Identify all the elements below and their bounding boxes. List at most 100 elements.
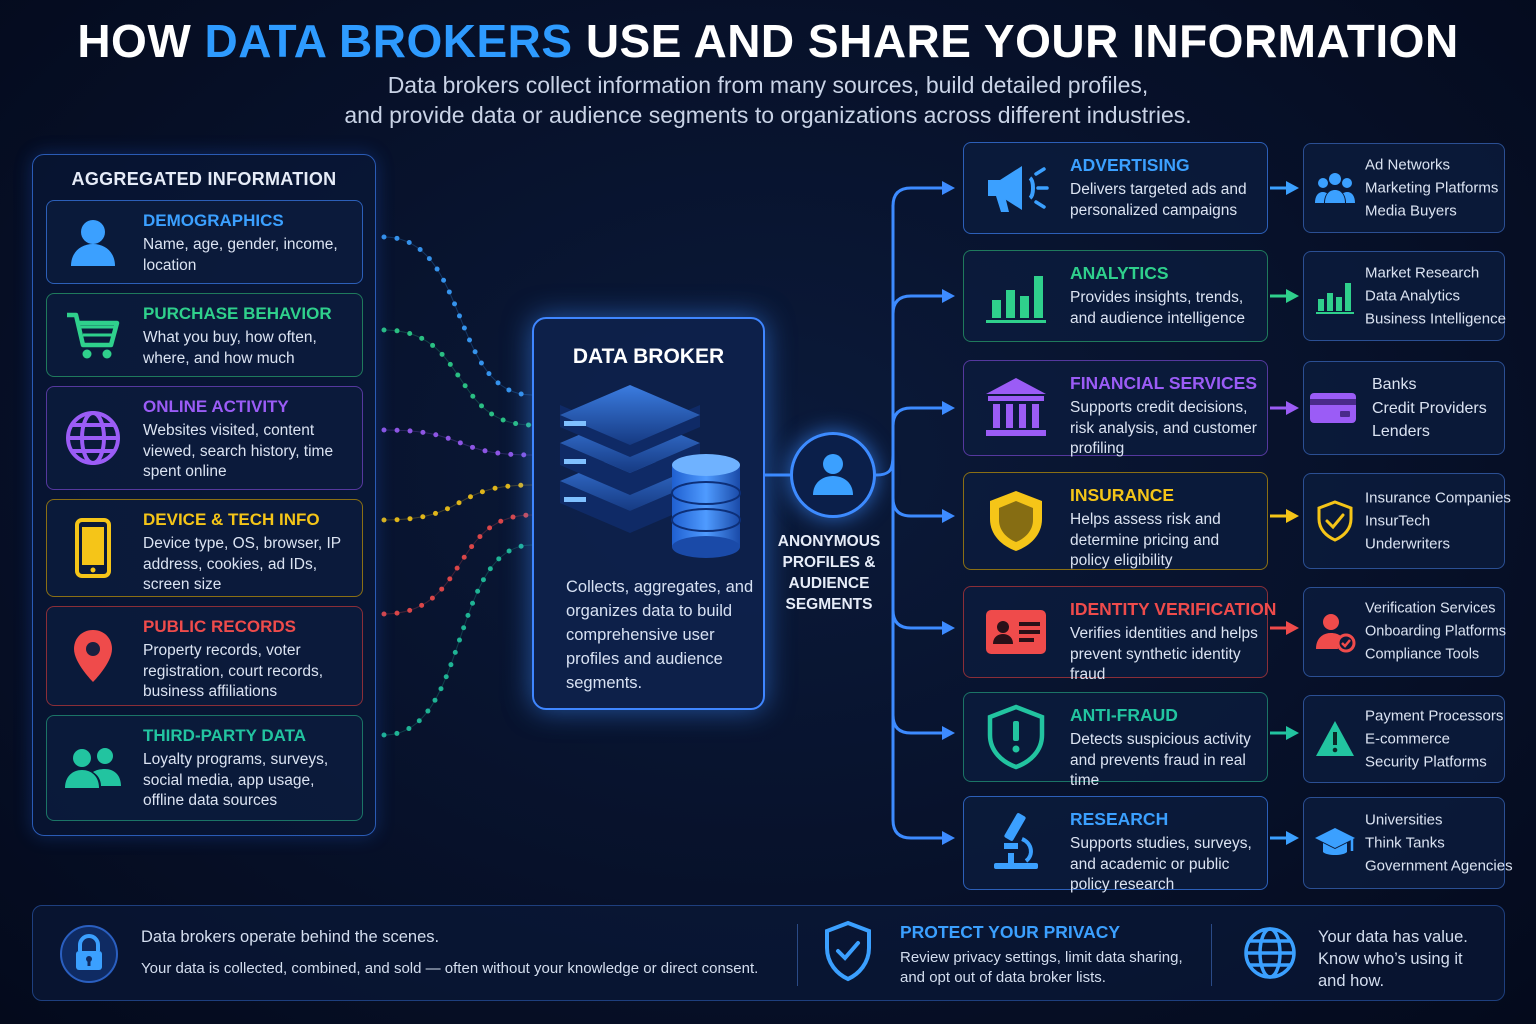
source-flow-dots	[381, 512, 535, 617]
shield-check-icon	[1314, 500, 1356, 542]
source-desc: What you buy, how often, where, and how …	[143, 329, 317, 367]
source-flow-line	[383, 429, 533, 456]
source-desc: Device type, OS, browser, IP address, co…	[143, 535, 341, 593]
shield-check-icon	[823, 920, 873, 982]
buyer-item: Payment Processors	[1365, 707, 1504, 725]
footer-privacy-line-2: and opt out of data broker lists.	[900, 969, 1106, 986]
buyer-arrowhead	[1286, 726, 1299, 740]
source-flow-line	[383, 544, 533, 736]
industry-arrowhead	[942, 831, 955, 845]
industry-title: RESEARCH	[1070, 809, 1169, 829]
user-profile-icon	[811, 449, 855, 501]
hub-label: ANONYMOUS PROFILES & AUDIENCE SEGMENTS	[777, 533, 881, 613]
source-title: PUBLIC RECORDS	[143, 617, 297, 636]
globe-icon	[63, 408, 123, 468]
page-title: HOW DATA BROKERS USE AND SHARE YOUR INFO…	[77, 15, 1459, 67]
buyer-item: Credit Providers	[1372, 399, 1487, 417]
broker-title: DATA BROKER	[572, 345, 725, 368]
footer-divider	[797, 924, 798, 986]
industry-branch	[891, 294, 944, 315]
industry-arrowhead	[942, 401, 955, 415]
footer-divider	[1211, 924, 1212, 986]
industry-title: FINANCIAL SERVICES	[1070, 373, 1258, 393]
graduation-cap-icon	[1314, 822, 1356, 864]
industry-branch	[891, 186, 944, 207]
anonymous-profiles-hub	[790, 432, 876, 518]
broker-desc: Collects, aggregates, and organizes data…	[566, 578, 754, 692]
industry-insurance: INSURANCE Helps assess risk and determin…	[963, 472, 1268, 570]
industry-branch	[891, 714, 944, 735]
shield-icon	[982, 487, 1050, 555]
footer-right-line: and how.	[1318, 972, 1385, 990]
industry-title: IDENTITY VERIFICATION	[1070, 599, 1277, 619]
source-third-party-data: THIRD-PARTY DATA Loyalty programs, surve…	[46, 715, 363, 821]
footer-right-line: Know who’s using it	[1318, 950, 1463, 968]
industry-arrowhead	[942, 726, 955, 740]
footer-right-text: Your data has value. Know who’s using it…	[1318, 926, 1468, 992]
source-flow-dots	[381, 427, 535, 458]
source-purchase-behavior: PURCHASE BEHAVIOR What you buy, how ofte…	[46, 293, 363, 377]
location-pin-icon	[63, 626, 123, 686]
industry-desc: Provides insights, trends, and audience …	[1070, 289, 1245, 327]
source-desc: Property records, voter registration, co…	[143, 642, 324, 700]
source-desc: Websites visited, content viewed, search…	[143, 422, 334, 480]
buyer-arrowhead	[1286, 401, 1299, 415]
person-icon	[63, 212, 123, 272]
industry-title: ADVERTISING	[1070, 155, 1190, 175]
source-flow-line	[383, 329, 533, 426]
industry-title: ANTI-FRAUD	[1070, 705, 1178, 725]
id-card-icon	[982, 598, 1050, 666]
industry-arrowhead	[942, 289, 955, 303]
credit-card-icon	[1308, 387, 1358, 429]
industry-research: RESEARCH Supports studies, surveys, and …	[963, 796, 1268, 893]
footer-banner: Data brokers operate behind the scenes. …	[32, 905, 1505, 1001]
footer-left-line-2: Your data is collected, combined, and so…	[141, 960, 759, 977]
source-flow-dots	[381, 327, 535, 428]
source-title: DEVICE & TECH INFO	[143, 510, 320, 529]
bar-chart-icon	[1314, 275, 1356, 317]
user-check-icon	[1314, 611, 1356, 653]
buyer-item: Government Agencies	[1365, 857, 1513, 875]
buyer-item: Security Platforms	[1365, 753, 1487, 771]
buyer-item: Data Analytics	[1365, 287, 1461, 305]
source-flow-line	[383, 236, 533, 396]
source-flow-line	[383, 484, 533, 521]
megaphone-icon	[982, 154, 1050, 222]
footer-privacy-line-1: Review privacy settings, limit data shar…	[900, 949, 1183, 966]
microscope-icon	[982, 809, 1050, 877]
people-group-icon	[63, 738, 123, 798]
buyer-item: Ad Networks	[1365, 156, 1451, 174]
industry-title: INSURANCE	[1070, 485, 1175, 505]
buyer-arrowhead	[1286, 289, 1299, 303]
footer-right-line: Your data has value.	[1318, 928, 1468, 946]
bar-chart-icon	[982, 262, 1050, 330]
buyer-item: Market Research	[1365, 264, 1480, 282]
footer-left-line-1: Data brokers operate behind the scenes.	[141, 928, 440, 946]
source-device-tech-info: DEVICE & TECH INFO Device type, OS, brow…	[46, 499, 363, 597]
subtitle-line-1: Data brokers collect information from ma…	[387, 72, 1149, 98]
buyer-arrowhead	[1286, 621, 1299, 635]
buyer-item: Universities	[1365, 811, 1443, 829]
source-title: ONLINE ACTIVITY	[143, 397, 289, 416]
server-database-icon	[554, 385, 750, 565]
industry-arrowhead	[942, 181, 955, 195]
subtitle-line-2: and provide data or audience segments to…	[344, 102, 1192, 128]
industry-branch	[891, 819, 944, 840]
buyer-item: Lenders	[1372, 422, 1430, 440]
title-highlight: DATA BROKERS	[204, 15, 573, 67]
industry-arrowhead	[942, 621, 955, 635]
industry-desc: Supports studies, surveys, and academic …	[1070, 835, 1252, 893]
hub-trunk-connector	[875, 454, 895, 477]
source-title: PURCHASE BEHAVIOR	[143, 304, 332, 323]
